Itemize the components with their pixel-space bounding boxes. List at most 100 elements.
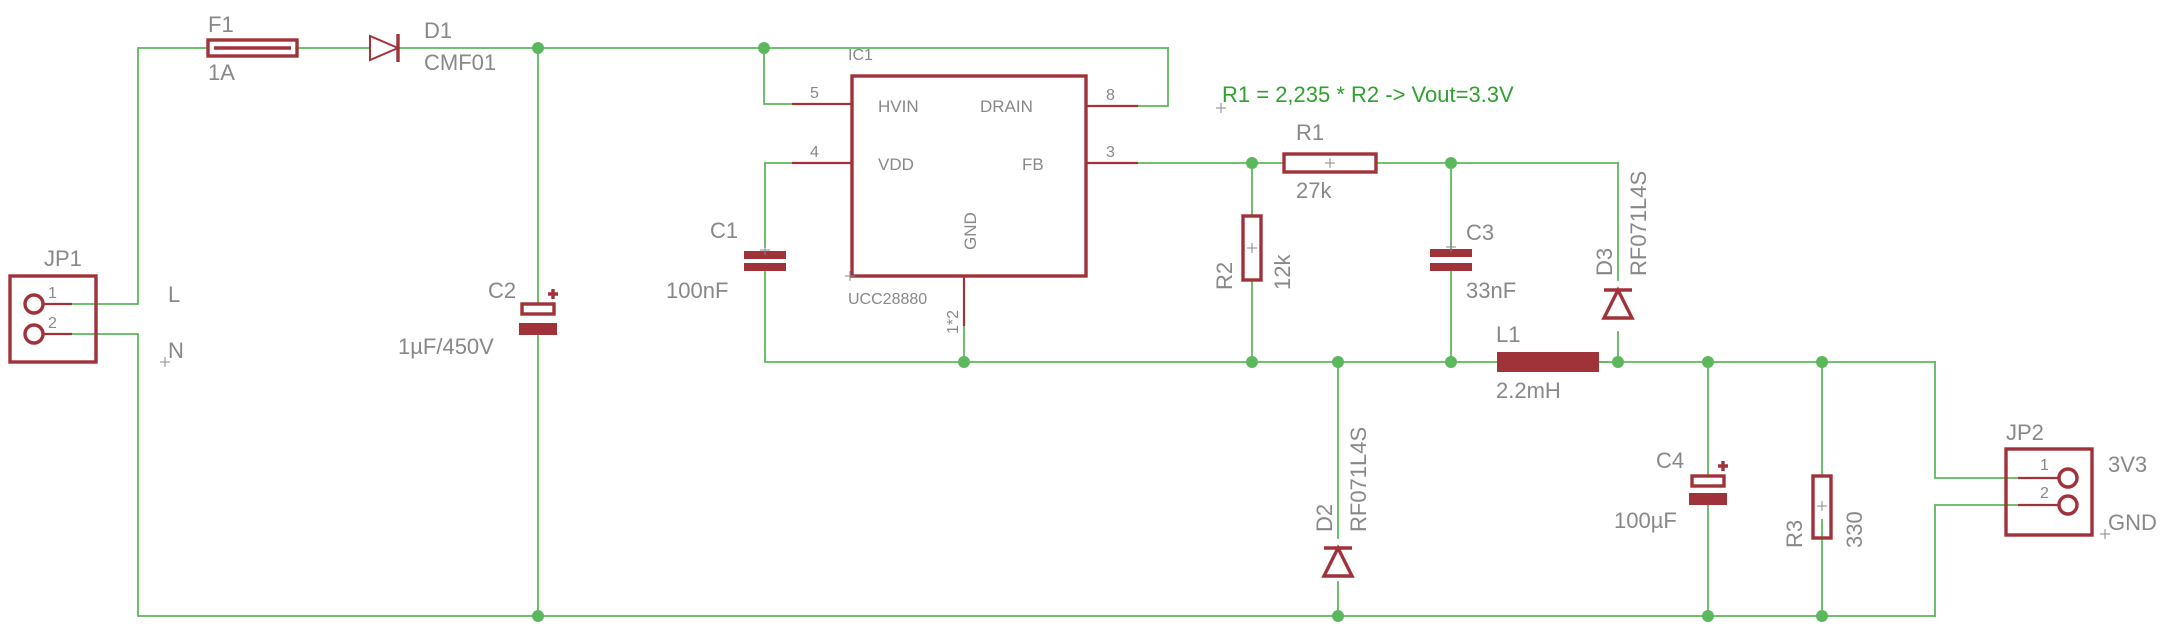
wire-jp1-l — [71, 47, 209, 305]
pin-number-8: 8 — [1106, 87, 1115, 104]
pin-number-gnd: 1*2 — [945, 310, 962, 334]
cap-plate-solid — [1689, 493, 1727, 505]
resistor-body — [1241, 214, 1263, 282]
c2-name: C2 — [488, 278, 516, 303]
l1-name: L1 — [1496, 322, 1520, 347]
resistor-r3: R3 330 — [1782, 474, 1867, 548]
c3-name: C3 — [1466, 220, 1494, 245]
cap-plate — [1690, 474, 1726, 488]
diode-triangle-icon — [369, 34, 401, 62]
wire-ground-return — [71, 333, 1936, 617]
pin-label-drain: DRAIN — [980, 97, 1033, 116]
pin-circle-icon — [2057, 494, 2079, 516]
junction-dot — [758, 42, 770, 54]
wire-out-3v3 — [1934, 361, 2019, 479]
c1-name: C1 — [710, 218, 738, 243]
pin-label-gnd: GND — [961, 212, 980, 250]
ic-body — [850, 74, 1088, 278]
ic1-name: IC1 — [848, 47, 873, 64]
diode-d1: D1 CMF01 — [369, 18, 496, 75]
junctions — [532, 42, 1828, 622]
junction-dot — [1332, 356, 1344, 368]
pin-number-4: 4 — [810, 144, 819, 161]
diode-d3: D3 RF071L4S — [1592, 171, 1651, 320]
junction-dot — [958, 356, 970, 368]
wire-vdd — [764, 162, 793, 248]
junction-dot — [1445, 356, 1457, 368]
ic-ic1: IC1 UCC28880 HVIN DRAIN VDD FB GND 5 8 4… — [792, 47, 1138, 334]
f1-name: F1 — [208, 12, 234, 37]
net-label-gnd: GND — [2108, 510, 2157, 535]
d2-value: RF071L4S — [1346, 427, 1371, 532]
junction-dot — [532, 42, 544, 54]
pin-circle-icon — [23, 323, 45, 345]
resistor-r2: R2 12k — [1212, 214, 1295, 290]
diode-triangle-icon — [1321, 544, 1355, 578]
cap-plate-solid — [744, 263, 786, 271]
d1-value: CMF01 — [424, 50, 496, 75]
l1-value: 2.2mH — [1496, 378, 1561, 403]
jp2-pin1: 1 — [2040, 457, 2049, 474]
diode-d2: D2 RF071L4S — [1312, 427, 1371, 578]
c2-value: 1µF/450V — [398, 334, 494, 359]
cap-plate-solid — [1430, 263, 1472, 271]
f1-value: 1A — [208, 60, 235, 85]
c1-value: 100nF — [666, 278, 728, 303]
c4-value: 100µF — [1614, 508, 1677, 533]
d2-name: D2 — [1312, 504, 1337, 532]
junction-dot — [1702, 610, 1714, 622]
connector-jp2-body — [2004, 447, 2094, 537]
c4-name: C4 — [1656, 448, 1684, 473]
pin-circle-icon — [23, 293, 45, 315]
junction-dot — [1332, 610, 1344, 622]
resistor-body — [1282, 152, 1378, 174]
wires — [71, 47, 2019, 617]
fuse-f1: F1 1A — [206, 12, 299, 85]
net-label-l: L — [168, 282, 180, 307]
r1-value: 27k — [1296, 178, 1332, 203]
pin-label-fb: FB — [1022, 155, 1044, 174]
capacitor-c1: C1 100nF — [666, 218, 786, 303]
r2-value: 12k — [1270, 254, 1295, 290]
jp1-pin1: 1 — [48, 285, 57, 302]
pin-circle-icon — [2057, 467, 2079, 489]
r2-name: R2 — [1212, 262, 1237, 290]
pin-label-hvin: HVIN — [878, 97, 919, 116]
capacitor-c3: C3 33nF — [1430, 220, 1516, 303]
r3-value: 330 — [1842, 511, 1867, 548]
jp2-name: JP2 — [2006, 420, 2044, 445]
jp1-pin2: 2 — [48, 315, 57, 332]
wire-c1-bottom — [764, 271, 1609, 363]
jp2-pin2: 2 — [2040, 485, 2049, 502]
wire-hvin — [763, 47, 853, 105]
connector-jp2: JP2 1 2 3V3 GND — [2004, 420, 2157, 539]
d3-name: D3 — [1592, 248, 1617, 276]
junction-dot — [1816, 610, 1828, 622]
cap-plate — [520, 302, 556, 316]
c3-value: 33nF — [1466, 278, 1516, 303]
fuse-body — [206, 38, 299, 58]
connector-jp1: JP1 1 2 L N — [8, 246, 184, 367]
pin-number-5: 5 — [810, 85, 819, 102]
wire-drain-loop — [1137, 47, 1169, 107]
junction-dot — [1445, 157, 1457, 169]
capacitor-c4: C4 100µF — [1614, 448, 1728, 533]
net-label-3v3: 3V3 — [2108, 452, 2147, 477]
wire-out-gnd — [1934, 504, 2019, 617]
design-note: R1 = 2,235 * R2 -> Vout=3.3V — [1222, 82, 1514, 107]
cap-plate-solid — [519, 323, 557, 335]
net-label-n: N — [168, 338, 184, 363]
ic1-value: UCC28880 — [848, 291, 927, 308]
junction-dot — [1702, 356, 1714, 368]
junction-dot — [1246, 157, 1258, 169]
resistor-r1: R1 27k — [1282, 120, 1378, 203]
jp1-name: JP1 — [44, 246, 82, 271]
junction-dot — [1612, 356, 1624, 368]
junction-dot — [532, 610, 544, 622]
capacitor-c2: C2 1µF/450V — [398, 278, 558, 359]
pin-number-3: 3 — [1106, 144, 1115, 161]
inductor-l1: L1 2.2mH — [1496, 322, 1599, 403]
connector-jp1-body — [8, 274, 98, 364]
pin-label-vdd: VDD — [878, 155, 914, 174]
d3-value: RF071L4S — [1626, 171, 1651, 276]
